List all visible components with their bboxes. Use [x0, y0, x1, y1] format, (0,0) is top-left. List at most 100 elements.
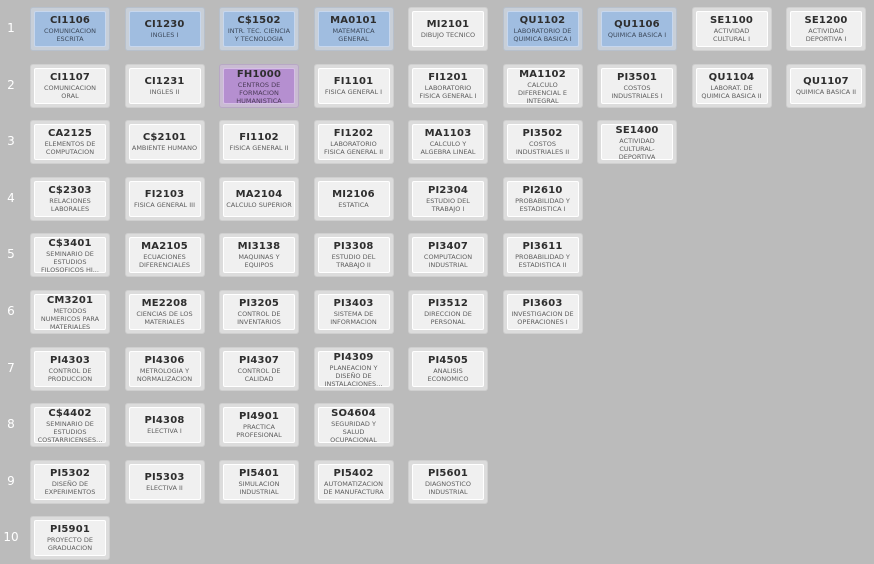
course-name: LABORATORIO FISICA GENERAL I	[419, 83, 477, 100]
course-code: QU1106	[614, 19, 660, 30]
course-code: C$2101	[142, 132, 187, 144]
course-name: DISEÑO DE EXPERIMENTOS	[44, 479, 96, 496]
row-number: 3	[7, 134, 15, 149]
course-code: PI4306	[144, 354, 185, 366]
course-code: QU1104	[708, 71, 755, 83]
course-code: PI4505	[427, 354, 469, 366]
course-name: CONTROL DE INVENTARIOS	[237, 310, 281, 326]
course-name: SIMULACION INDUSTRIAL	[238, 479, 280, 496]
course-code: PI4901	[238, 411, 280, 423]
course-name: METROLOGIA Y NORMALIZACION	[136, 366, 193, 383]
course-name: FISICA GENERAL I	[324, 87, 383, 96]
course-name: ACTIVIDAD CULTURAL I	[712, 27, 751, 43]
course-name: SEMINARIO DE ESTUDIOS FILOSOFICOS HI...	[41, 250, 99, 273]
course-name: LABORATORIO FISICA GENERAL II	[323, 140, 384, 157]
course-name: PROBABILIDAD Y ESTADISTICA II	[515, 253, 570, 270]
course-code: PI3611	[522, 241, 563, 253]
course-code: PI4303	[49, 354, 91, 366]
course-name: COMUNICACION ORAL	[43, 83, 97, 100]
course-name: ACTIVIDAD DEPORTIVA I	[805, 27, 847, 43]
course-name: CIENCIAS DE LOS MATERIALES	[136, 310, 193, 326]
course-code: PI3603	[522, 298, 563, 309]
course-name: LABORAT. DE QUIMICA BASICA II	[701, 83, 762, 100]
course-code: SO4604	[331, 408, 376, 420]
course-code: PI2610	[522, 184, 563, 196]
course-code: MA2105	[141, 241, 188, 253]
course-name: INGLES II	[149, 87, 180, 96]
course-code: MA0101	[330, 15, 377, 26]
